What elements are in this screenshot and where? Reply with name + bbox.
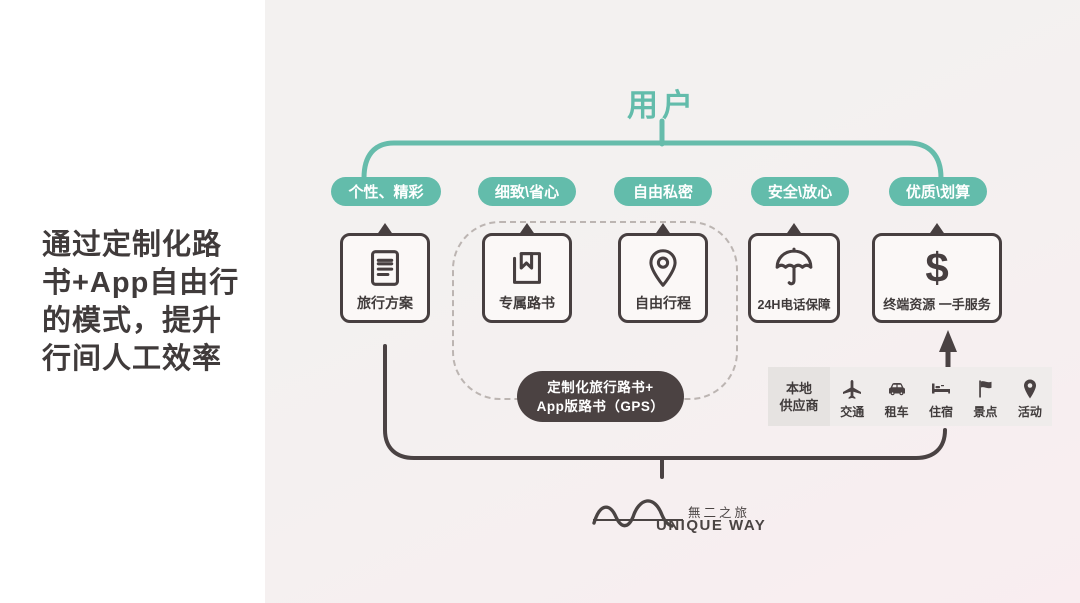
- card-label: 自由行程: [635, 295, 691, 311]
- card-travel-plan: 旅行方案: [340, 233, 430, 323]
- pill-detailed-worryfree: 细致\省心: [478, 177, 576, 206]
- slogan-line: 的模式，提升: [42, 305, 223, 337]
- card-exclusive-roadbook: 专属路书: [482, 233, 572, 323]
- logo-english-name: UNIQUE WAY: [656, 517, 767, 534]
- supplier-item-label: 交通: [840, 404, 865, 419]
- supplier-item-label: 景点: [973, 404, 998, 419]
- supplier-label-line: 供应商: [779, 397, 819, 413]
- custom-roadbook-pill: 定制化旅行路书+ App版路书（GPS）: [517, 371, 684, 422]
- bed-icon: [932, 383, 951, 393]
- book-icon: [513, 252, 541, 284]
- unique-way-logo-icon: [592, 499, 683, 528]
- pill-line: App版路书（GPS）: [536, 398, 665, 414]
- pin-icon: [1023, 379, 1036, 398]
- supplier-item-lodging: 住宿: [919, 367, 963, 426]
- pill-line: 定制化旅行路书+: [547, 379, 654, 395]
- supplier-label-line: 本地: [785, 380, 812, 396]
- location-pin-icon: [649, 249, 677, 287]
- card-label: 专属路书: [499, 295, 555, 311]
- pill-quality-value: 优质\划算: [889, 177, 987, 206]
- logo-chinese-name: 無二之旅: [688, 506, 751, 520]
- card-terminal-resources: $ 终端资源 一手服务: [872, 233, 1002, 323]
- supplier-item-label: 租车: [884, 404, 909, 419]
- umbrella-icon: [775, 247, 813, 286]
- supplier-item-activities: 活动: [1008, 367, 1052, 426]
- pill-safe-assured: 安全\放心: [751, 177, 849, 206]
- card-free-itinerary: 自由行程: [618, 233, 708, 323]
- supplier-item-label: 住宿: [929, 404, 954, 419]
- supplier-item-attractions: 景点: [963, 367, 1007, 426]
- supplier-items: 交通 租车 住宿: [830, 367, 1052, 426]
- supplier-item-label: 活动: [1017, 404, 1042, 419]
- pill-personal-exciting: 个性、精彩: [331, 177, 441, 206]
- local-supplier-strip: 本地 供应商 交通 租车: [768, 367, 1052, 426]
- flag-icon: [979, 380, 992, 397]
- slogan-line: 通过定制化路: [42, 229, 223, 261]
- card-label: 旅行方案: [357, 295, 413, 311]
- dollar-icon: $: [925, 244, 949, 291]
- user-title: 用户: [627, 88, 697, 123]
- supplier-label: 本地 供应商: [768, 367, 830, 426]
- plane-icon: [843, 379, 862, 399]
- slogan-line: 行间人工效率: [42, 343, 223, 375]
- side-slogan: 通过定制化路 书+App自由行 的模式，提升 行间人工效率: [42, 226, 262, 378]
- card-label: 终端资源 一手服务: [883, 297, 991, 312]
- car-icon: [888, 382, 905, 395]
- supplier-item-car-rental: 租车: [874, 367, 918, 426]
- document-icon: [371, 250, 399, 286]
- slogan-line: 书+App自由行: [42, 267, 240, 299]
- supplier-item-transport: 交通: [830, 367, 874, 426]
- card-24h-phone-support: 24H电话保障: [748, 233, 840, 323]
- pill-free-private: 自由私密: [614, 177, 712, 206]
- card-label: 24H电话保障: [757, 298, 831, 312]
